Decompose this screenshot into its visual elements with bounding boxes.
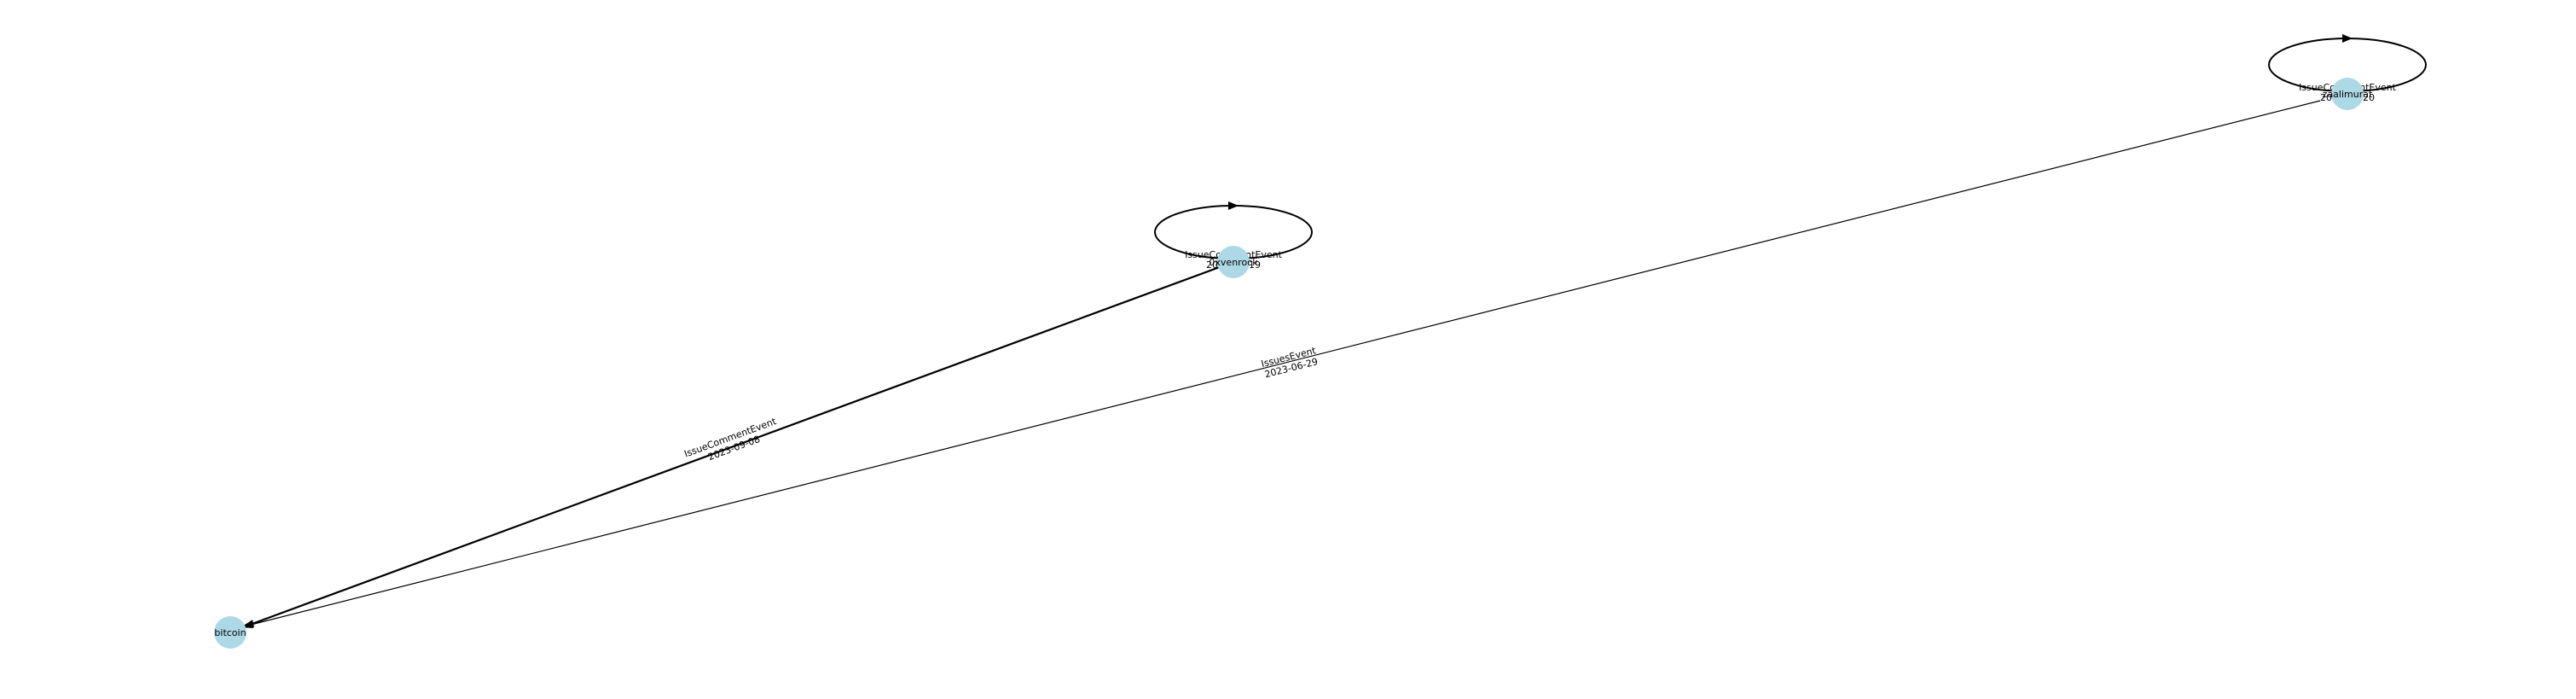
arrowhead-icon bbox=[2342, 34, 2353, 43]
node-circle bbox=[1217, 246, 1250, 278]
edge-zaalimurat-bitcoin: IssuesEvent 2023-06-29 bbox=[241, 100, 2321, 628]
node-label: 0xvenrock bbox=[1209, 257, 1258, 268]
node-circle bbox=[214, 616, 247, 649]
node-circle bbox=[2331, 78, 2364, 110]
node-label: bitcoin bbox=[214, 627, 246, 638]
edge-line bbox=[247, 100, 2321, 626]
arrowhead-icon bbox=[1228, 201, 1239, 210]
node-zaalimurat: zaalimurat bbox=[2323, 78, 2373, 110]
node-0xvenrock: 0xvenrock bbox=[1209, 246, 1258, 278]
edge-line bbox=[247, 260, 1234, 627]
node-bitcoin: bitcoin bbox=[214, 616, 247, 649]
edge-0xvenrock-bitcoin: IssueCommentEvent 2023-09-08 bbox=[241, 260, 1234, 628]
node-label: zaalimurat bbox=[2323, 89, 2373, 100]
